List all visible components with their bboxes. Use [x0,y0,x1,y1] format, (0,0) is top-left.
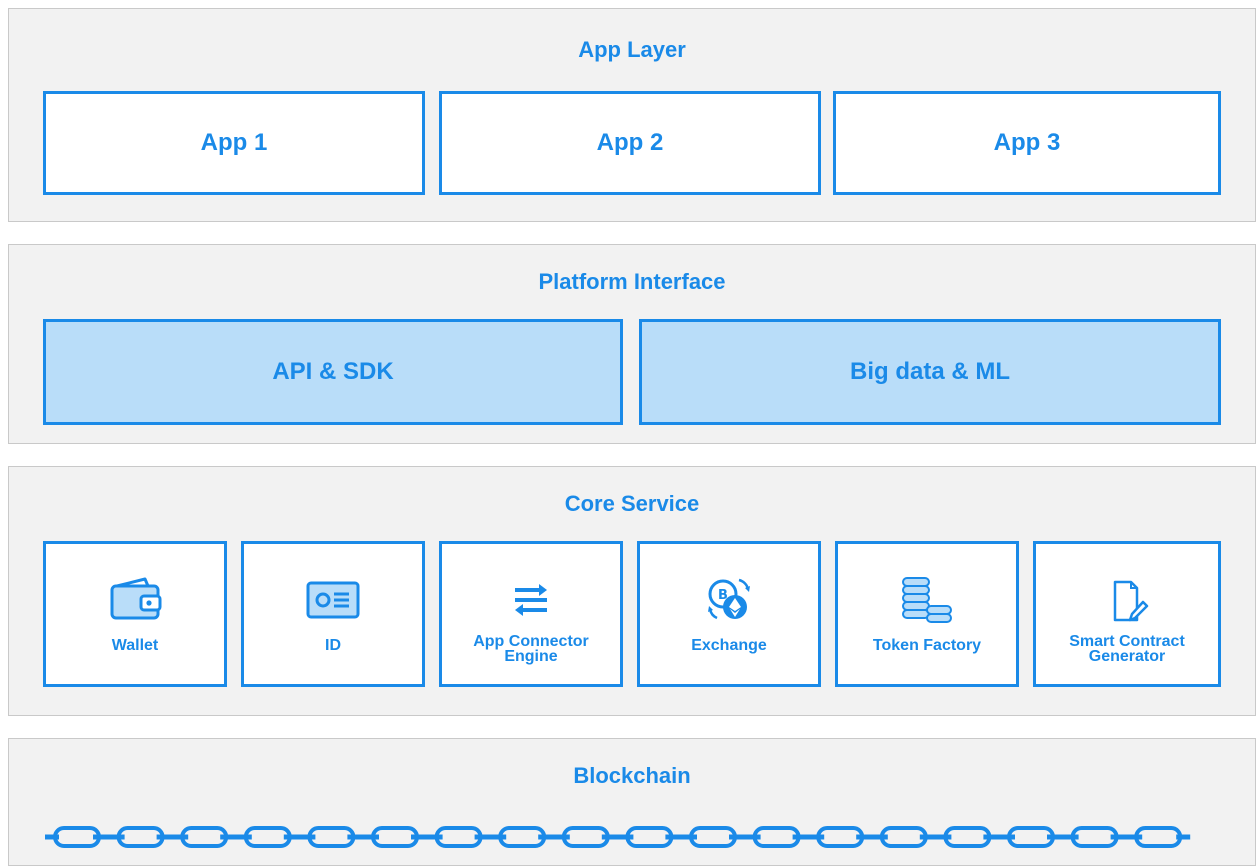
blockchain-layer: Blockchain [8,738,1256,866]
exchange-label: Exchange [691,637,767,654]
chain-link [1007,826,1055,848]
id-label: ID [325,637,341,654]
app-layer-title: App Layer [578,37,686,62]
crypto-exchange-icon: B [640,576,818,622]
chain-link [371,826,419,848]
chain-link [816,826,865,848]
app-2-box: App 2 [439,91,821,195]
chain-link [879,826,928,848]
core-service-title: Core Service [564,491,700,516]
chain-link [498,826,547,848]
app-connector-engine-label: App Connector Engine [473,633,589,665]
coin-stack-icon [838,576,1016,623]
chain-link [625,826,674,848]
wallet-icon [46,576,224,622]
big-data-ml-box: Big data & ML [639,319,1221,425]
id-card-icon [244,576,422,622]
wallet-tile: Wallet [43,541,227,687]
arrows-exchange-icon [442,576,620,622]
chain-link [434,826,483,848]
chain-link [561,826,610,848]
app-3-box: App 3 [833,91,1221,195]
chain-link [1070,826,1119,848]
platform-interface-title: Platform Interface [538,269,726,294]
chain-icon [45,826,1191,848]
blockchain-title: Blockchain [573,763,691,788]
wallet-label: Wallet [111,637,159,654]
chain-link [1134,826,1183,848]
smart-contract-generator-label: Smart Contract Generator [1069,633,1185,665]
chain-link [307,826,356,848]
chain-link [116,826,165,848]
smart-contract-generator-tile: Smart Contract Generator [1033,541,1221,687]
chain-link [689,826,737,848]
document-pen-icon [1036,576,1218,622]
chain-link [752,826,801,848]
chain-link [243,826,292,848]
token-factory-tile: Token Factory [835,541,1019,687]
token-factory-label: Token Factory [872,637,982,654]
platform-interface-layer: Platform Interface API & SDK Big data & … [8,244,1256,444]
id-tile: ID [241,541,425,687]
exchange-tile: B Exchange [637,541,821,687]
chain-link [53,826,101,848]
chain-link [943,826,992,848]
core-service-layer: Core Service Wallet ID [8,466,1256,716]
svg-text:B: B [718,588,728,603]
api-sdk-box: API & SDK [43,319,623,425]
app-connector-engine-tile: App Connector Engine [439,541,623,687]
app-1-box: App 1 [43,91,425,195]
app-layer: App Layer App 1 App 2 App 3 [8,8,1256,222]
chain-link [180,826,229,848]
